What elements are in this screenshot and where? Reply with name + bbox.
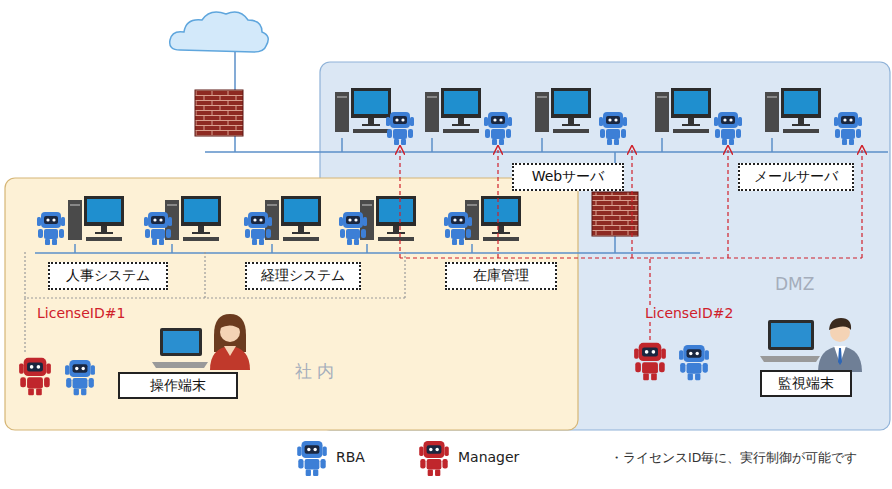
license-id: LicenseID#1 [35, 305, 127, 321]
server-label-box: Webサーバ [512, 163, 624, 191]
node-label: 監視端末 [778, 375, 834, 393]
region-name: 社 内 [295, 360, 334, 383]
terminal-label-box: 監視端末 [760, 370, 852, 397]
terminal-label-box: 操作端末 [118, 372, 238, 399]
legend-text: RBA [334, 449, 367, 465]
dmz-region: DMZ Webサーバ メールサーバ監視端末 [320, 62, 890, 430]
note-text: ・ライセンスID毎に、実行制御が可能です [608, 450, 859, 467]
system-label-box: 経理システム [245, 262, 361, 290]
region-name: DMZ [775, 274, 814, 294]
node-label: メールサーバ [754, 168, 838, 186]
legend-text: Manager [456, 449, 521, 465]
server-label-box: メールサーバ [738, 163, 854, 191]
node-label: Webサーバ [532, 168, 605, 186]
node-label: 人事システム [66, 267, 150, 285]
system-label-box: 在庫管理 [445, 262, 557, 290]
system-label-box: 人事システム [48, 262, 168, 290]
node-label: 操作端末 [150, 377, 206, 395]
node-label: 経理システム [261, 267, 345, 285]
intranet-region: 社 内 人事システム 経理システム 在庫管理操作端末 [5, 178, 578, 430]
node-label: 在庫管理 [473, 267, 529, 285]
license-id: LicenseID#2 [643, 305, 735, 321]
